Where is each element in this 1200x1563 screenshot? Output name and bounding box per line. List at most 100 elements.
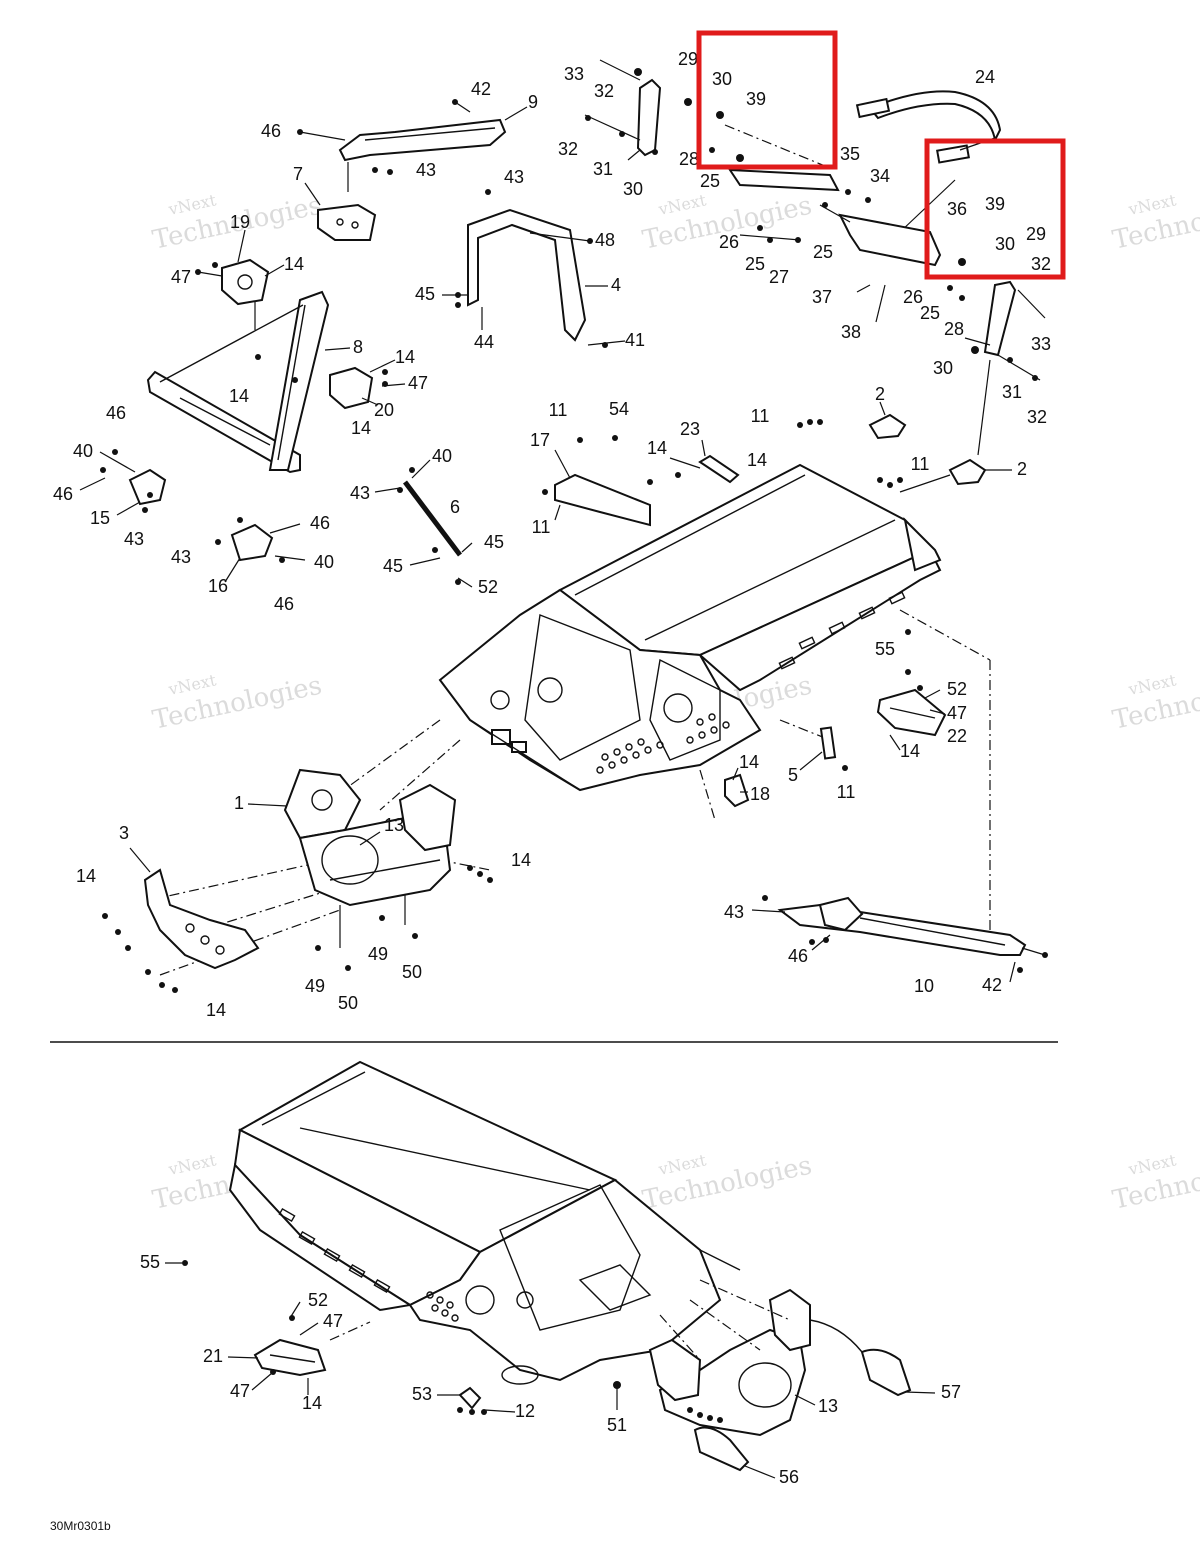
running-board-slots-bottom [278, 1207, 391, 1294]
diagram-reference-code: 30Mr0301b [50, 1519, 111, 1533]
callout-14: 14 [395, 347, 415, 367]
callout-34: 34 [870, 166, 890, 186]
callout-26: 26 [719, 232, 739, 252]
callout-43: 43 [416, 160, 436, 180]
side-perforations-bottom [426, 1291, 459, 1322]
callout-21: 21 [203, 1346, 223, 1366]
callout-45: 45 [383, 556, 403, 576]
callout-47: 47 [408, 373, 428, 393]
callout-23: 23 [680, 419, 700, 439]
callout-11: 11 [549, 400, 568, 420]
callout-13: 13 [818, 1396, 838, 1416]
callout-42: 42 [982, 975, 1002, 995]
callout-11: 11 [837, 782, 856, 802]
callout-32: 32 [1031, 254, 1051, 274]
callout-50: 50 [402, 962, 422, 982]
callout-6: 6 [450, 497, 460, 517]
callout-57: 57 [941, 1382, 961, 1402]
callout-11: 11 [751, 406, 770, 426]
bracket-part-18 [724, 767, 750, 808]
callout-14: 14 [302, 1393, 322, 1413]
highlight-box-1 [696, 30, 838, 170]
belly-perforations [596, 713, 730, 774]
callout-12: 12 [515, 1401, 535, 1421]
callout-2: 2 [875, 384, 885, 404]
watermark: vNext Technologies [150, 670, 325, 736]
callout-47: 47 [230, 1381, 250, 1401]
callout-47: 47 [171, 267, 191, 287]
callout-18: 18 [750, 784, 770, 804]
callout-11: 11 [532, 517, 551, 537]
callout-15: 15 [90, 508, 110, 528]
callout-38: 38 [841, 322, 861, 342]
callout-46: 46 [106, 403, 126, 423]
callout-5: 5 [788, 765, 798, 785]
watermark: vNext Technologies [640, 1150, 815, 1216]
callout-4: 4 [611, 275, 621, 295]
callout-30: 30 [712, 69, 732, 89]
callout-10: 10 [914, 976, 934, 996]
callout-46: 46 [261, 121, 281, 141]
guard-part-57 [809, 1319, 936, 1397]
bracket-part-5 [799, 726, 837, 771]
engine-mount-part-13 [298, 783, 457, 948]
callout-14: 14 [647, 438, 667, 458]
callout-25: 25 [813, 242, 833, 262]
highlight-box-2 [924, 138, 1066, 280]
a-frame-part-8 [146, 290, 351, 474]
callout-7: 7 [293, 164, 303, 184]
rod-part-6 [374, 459, 473, 588]
callout-39: 39 [746, 89, 766, 109]
callout-19: 19 [230, 212, 250, 232]
callout-35: 35 [840, 144, 860, 164]
watermark: vNext Technologies [1110, 670, 1200, 736]
callout-41: 41 [625, 330, 645, 350]
bracket-part-20 [329, 359, 406, 410]
callout-26: 26 [903, 287, 923, 307]
callout-29: 29 [1026, 224, 1046, 244]
lower-arm-part-10 [751, 896, 1046, 983]
callout-29: 29 [678, 49, 698, 69]
bottom-assembly [165, 1060, 936, 1479]
callout-14: 14 [900, 741, 920, 761]
link-part-29-right [964, 280, 1046, 456]
callout-55: 55 [140, 1252, 160, 1272]
callout-1: 1 [234, 793, 244, 813]
callout-11: 11 [911, 454, 930, 474]
fasteners-bottom [165, 1260, 723, 1423]
callout-46: 46 [788, 946, 808, 966]
callout-14: 14 [284, 254, 304, 274]
bar-part-35 [724, 124, 840, 192]
highlight-boxes [696, 30, 1066, 280]
callout-45: 45 [484, 532, 504, 552]
callout-40: 40 [432, 446, 452, 466]
side-plate-part-3 [129, 847, 260, 970]
callout-51: 51 [607, 1415, 627, 1435]
callout-32: 32 [1027, 407, 1047, 427]
callout-25: 25 [920, 303, 940, 323]
callout-47: 47 [323, 1311, 343, 1331]
watermark: vNext Technologies [1110, 190, 1200, 256]
mount-part-19 [197, 229, 285, 330]
callout-55: 55 [875, 639, 895, 659]
callout-2: 2 [1017, 459, 1027, 479]
callout-14: 14 [229, 386, 249, 406]
callout-52: 52 [947, 679, 967, 699]
chassis-tunnel-bottom [228, 1060, 741, 1385]
callout-43: 43 [124, 529, 144, 549]
callout-52: 52 [478, 577, 498, 597]
bracket-part-7 [304, 182, 377, 241]
callout-52: 52 [308, 1290, 328, 1310]
callout-45: 45 [415, 284, 435, 304]
bracket-part-53 [437, 1386, 516, 1413]
bracket-part-17 [554, 449, 651, 527]
callout-37: 37 [812, 287, 832, 307]
callout-20: 20 [374, 400, 394, 420]
callout-54: 54 [609, 399, 629, 419]
fasteners-top [100, 68, 1048, 993]
callout-25: 25 [745, 254, 765, 274]
callout-14: 14 [351, 418, 371, 438]
callout-46: 46 [53, 484, 73, 504]
callout-31: 31 [593, 159, 613, 179]
